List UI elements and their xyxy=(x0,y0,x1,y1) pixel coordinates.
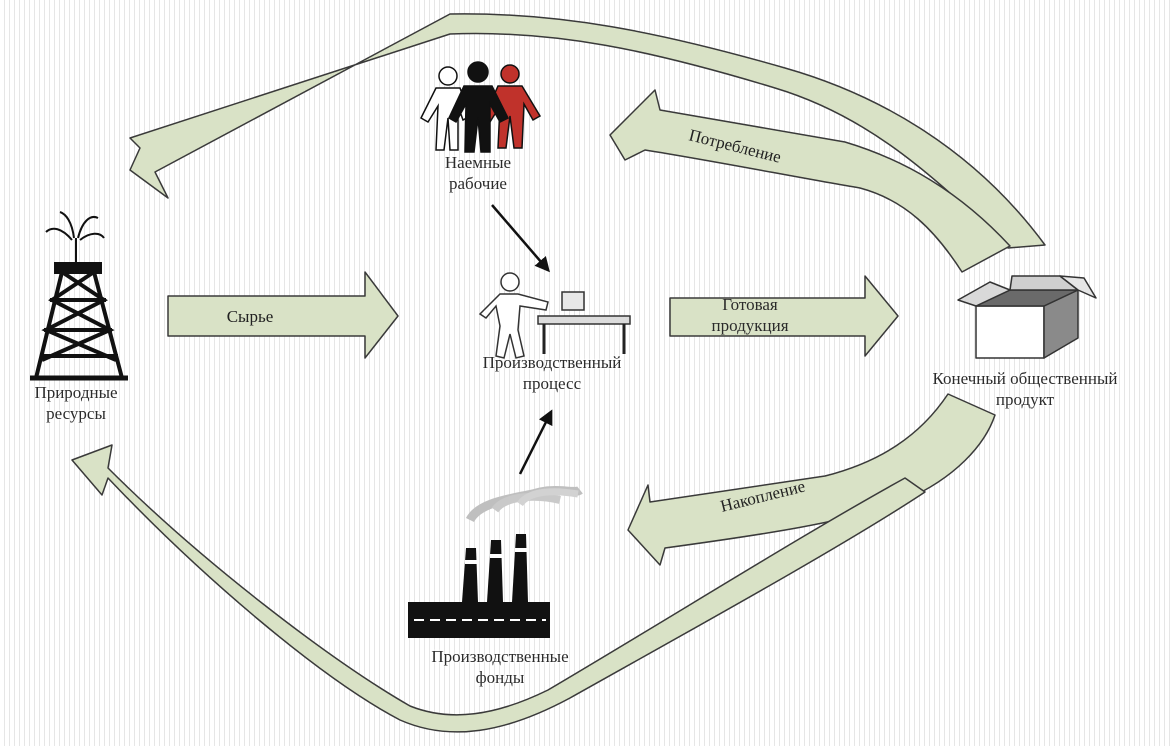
raw-materials-label: Сырье xyxy=(227,307,274,326)
open-box-icon xyxy=(957,275,1097,359)
finished-goods-label: Готовая продукция xyxy=(670,294,830,336)
consumption-arrow xyxy=(609,89,1011,273)
production-process-label: Производственный процесс xyxy=(432,352,672,394)
production-assets-line1: Производственные xyxy=(431,647,569,666)
workers-to-process-arrow xyxy=(491,204,550,273)
production-process-line1: Производственный xyxy=(482,353,622,372)
production-assets-label: Производственные фонды xyxy=(380,646,620,688)
workers-group-icon xyxy=(420,61,542,153)
production-process-line2: процесс xyxy=(522,374,582,393)
hired-workers-label: Наемные рабочие xyxy=(410,152,546,194)
final-product-line2: продукт xyxy=(995,390,1055,409)
natural-resources-label: Природные ресурсы xyxy=(8,382,144,424)
final-product-label: Конечный общественный продукт xyxy=(880,368,1170,410)
oil-derrick-icon xyxy=(30,211,128,381)
worker-at-conveyor-icon xyxy=(478,272,631,359)
hired-workers-line1: Наемные xyxy=(444,153,512,172)
top-cycle-arrow xyxy=(129,13,1046,249)
finished-goods-line2: продукция xyxy=(711,316,789,335)
accumulation-arrow xyxy=(627,393,996,566)
production-assets-line2: фонды xyxy=(475,668,525,687)
natural-resources-line1: Природные xyxy=(34,383,118,402)
factory-icon xyxy=(408,485,583,638)
raw-materials-arrow xyxy=(167,271,399,359)
natural-resources-line2: ресурсы xyxy=(46,404,106,423)
finished-goods-line1: Готовая xyxy=(722,295,778,314)
final-product-line1: Конечный общественный xyxy=(932,369,1118,388)
bottom-cycle-arrow xyxy=(71,444,926,733)
finished-goods-arrow xyxy=(669,275,899,357)
assets-to-process-arrow xyxy=(518,409,553,475)
hired-workers-line2: рабочие xyxy=(449,174,507,193)
